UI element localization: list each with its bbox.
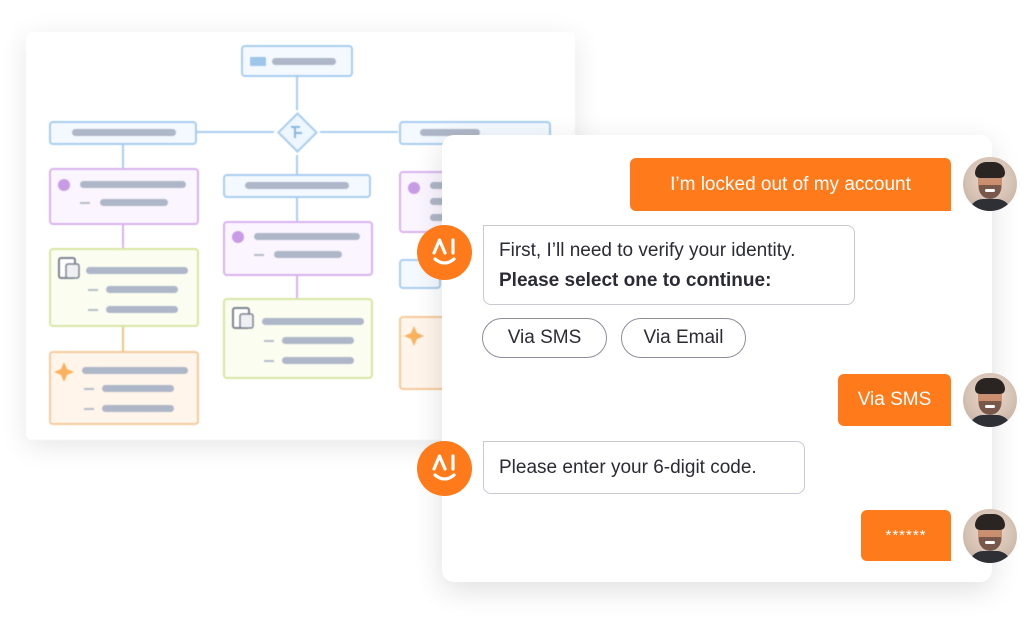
flow-start-node [241, 45, 353, 77]
sparkle-icon [49, 351, 199, 425]
user-message-bubble: Via SMS [838, 374, 951, 426]
option-via-email-button[interactable]: Via Email [621, 318, 746, 358]
ai-bot-icon [417, 225, 472, 280]
user-avatar [963, 509, 1017, 563]
bot-message-bubble: First, I’ll need to verify your identity… [483, 225, 855, 305]
user-avatar [963, 157, 1017, 211]
user-avatar [963, 373, 1017, 427]
user-message-bubble: ****** [861, 510, 951, 561]
document-icon [49, 248, 199, 327]
ai-bot-icon [417, 441, 472, 496]
user-message-bubble: I’m locked out of my account [630, 158, 951, 211]
bot-message-text: First, I’ll need to verify your identity… [499, 240, 796, 261]
branch-icon [276, 111, 319, 154]
user-message-text: I’m locked out of my account [670, 173, 911, 195]
user-message-text: ****** [885, 527, 927, 544]
bot-message-bubble: Please enter your 6-digit code. [483, 441, 805, 494]
chat-icon [49, 168, 199, 225]
bot-message-text: Please enter your 6-digit code. [499, 456, 757, 478]
bot-message-prompt: Please select one to continue: [499, 270, 772, 291]
option-via-sms-button[interactable]: Via SMS [482, 318, 607, 358]
user-message-text: Via SMS [857, 389, 932, 410]
